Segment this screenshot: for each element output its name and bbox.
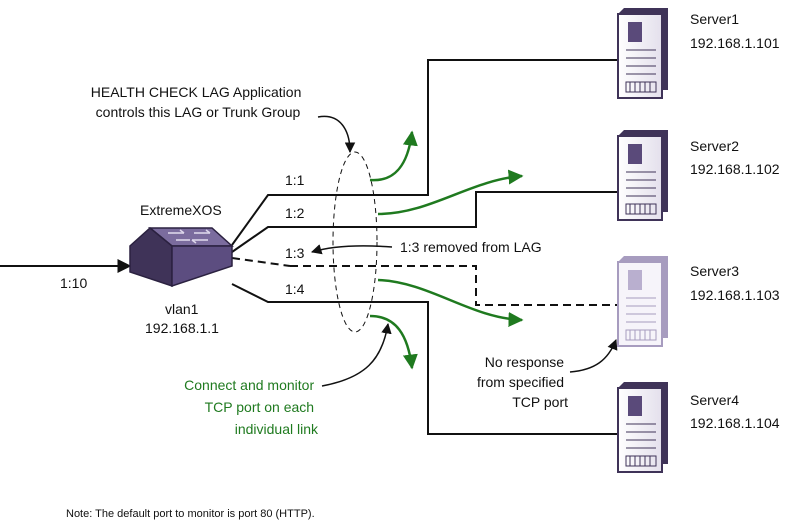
health-arrow-1-2 [377,169,524,216]
port-label-1-4: 1:4 [285,281,305,297]
footnote: Note: The default port to monitor is por… [66,508,315,520]
uplink-port-label: 1:10 [60,275,87,291]
server4-name: Server4 [690,392,739,408]
removed-arrow [310,244,393,255]
switch-ip: 192.168.1.1 [145,320,219,336]
server3-icon [617,256,668,347]
server2-ip: 192.168.1.102 [690,161,780,177]
server1-name: Server1 [690,11,739,27]
server2-name: Server2 [690,138,739,154]
link-1-3-removed [231,257,291,267]
server3-name: Server3 [690,263,739,279]
removed-from-lag-label: 1:3 removed from LAG [400,239,542,255]
monitor-arrow [321,322,392,387]
server2-icon [617,130,668,221]
callout-arrow [317,115,356,154]
server1-icon [617,8,668,99]
switch-icon [129,227,234,288]
port-label-1-2: 1:2 [285,205,305,221]
monitor-text: Connect and monitor TCP port on each ind… [184,377,319,437]
health-arrow-1-1 [369,130,418,182]
server3-ip: 192.168.1.103 [690,287,780,303]
no-response-arrow [569,339,618,373]
switch-vlan: vlan1 [165,301,199,317]
server4-ip: 192.168.1.104 [690,415,780,431]
link-1-4 [231,283,618,435]
port-label-1-3: 1:3 [285,245,305,261]
server1-ip: 192.168.1.101 [690,35,780,51]
switch-name: ExtremeXOS [140,202,222,218]
link-1-1 [231,59,618,246]
link-1-3 [290,265,618,306]
health-arrow-1-3 [377,278,524,327]
callout-text: HEALTH CHECK LAG Application controls th… [91,84,306,120]
port-label-1-1: 1:1 [285,172,305,188]
health-arrow-1-4 [369,314,418,370]
link-1-2 [231,191,618,253]
server4-icon [617,382,668,473]
no-response-text: No response from specified TCP port [477,354,568,410]
